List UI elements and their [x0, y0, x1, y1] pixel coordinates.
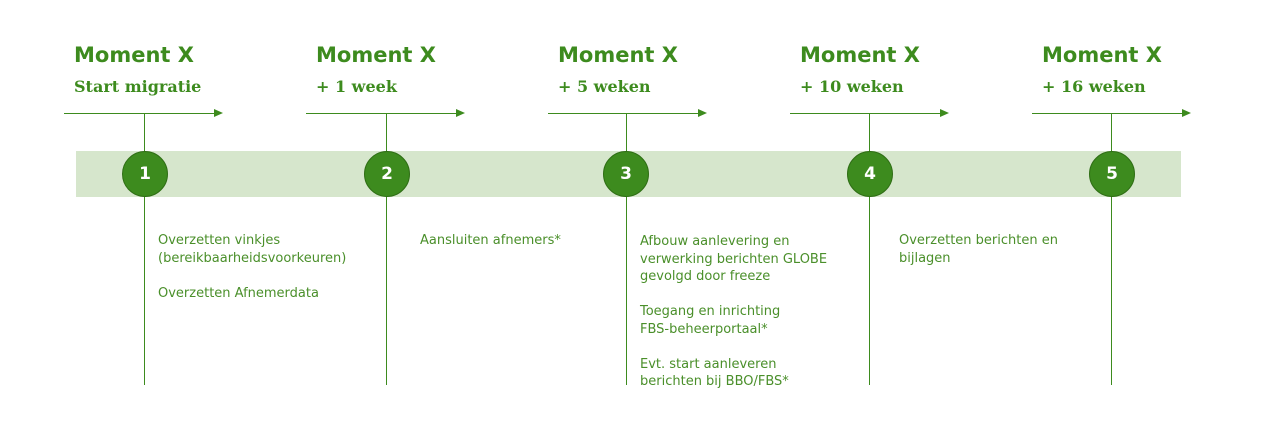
milestone-description: Aansluiten afnemers*	[420, 232, 652, 250]
milestone-subtitle: + 5 weken	[558, 77, 651, 96]
milestone-3: Moment X + 5 weken 3 Afbouw aanlevering …	[548, 0, 827, 423]
milestone-title: Moment X	[558, 43, 678, 67]
milestone-subtitle: + 10 weken	[800, 77, 904, 96]
milestone-title: Moment X	[316, 43, 436, 67]
milestone-title: Moment X	[1042, 43, 1162, 67]
milestone-connector	[386, 113, 387, 385]
description-item: Afbouw aanlevering en verwerking bericht…	[640, 234, 828, 284]
description-item: Toegang en inrichting FBS-beheerportaal*	[640, 304, 781, 337]
milestone-number-badge: 1	[122, 151, 168, 197]
description-item: Evt. start aanleveren berichten bij BBO/…	[640, 356, 789, 390]
arrow-line	[548, 113, 698, 114]
milestone-2: Moment X + 1 week 2 Aansluiten afnemers*	[306, 0, 561, 423]
milestone-connector	[869, 113, 870, 385]
milestone-subtitle: Start migratie	[74, 77, 202, 96]
milestone-1: Moment X Start migratie 1 Overzetten vin…	[64, 0, 346, 423]
description-item: Overzetten berichten en bijlagen	[899, 233, 1058, 266]
arrow-line	[306, 113, 456, 114]
arrow-right-icon	[698, 109, 707, 117]
arrow-right-icon	[214, 109, 223, 117]
arrow-line	[1032, 113, 1182, 114]
milestone-title: Moment X	[74, 43, 194, 67]
milestone-description: Overzetten vinkjes (bereikbaarheidsvoork…	[158, 232, 390, 302]
arrow-line	[64, 113, 214, 114]
milestone-5: Moment X + 16 weken 5	[1032, 0, 1272, 423]
milestone-connector	[626, 113, 627, 385]
milestone-connector	[144, 113, 145, 385]
milestone-connector	[1111, 113, 1112, 385]
milestone-description: Afbouw aanlevering en verwerking bericht…	[640, 233, 872, 391]
milestone-number-badge: 5	[1089, 151, 1135, 197]
arrow-right-icon	[940, 109, 949, 117]
arrow-right-icon	[1182, 109, 1191, 117]
milestone-number-badge: 3	[603, 151, 649, 197]
milestone-4: Moment X + 10 weken 4 Overzetten bericht…	[790, 0, 1058, 423]
description-item: Overzetten Afnemerdata	[158, 285, 319, 301]
description-item: Overzetten vinkjes (bereikbaarheidsvoork…	[158, 233, 347, 266]
arrow-line	[790, 113, 940, 114]
milestone-number-badge: 4	[847, 151, 893, 197]
milestone-number-badge: 2	[364, 151, 410, 197]
milestone-subtitle: + 1 week	[316, 77, 397, 96]
milestone-title: Moment X	[800, 43, 920, 67]
description-item: Aansluiten afnemers*	[420, 233, 561, 248]
milestone-subtitle: + 16 weken	[1042, 77, 1146, 96]
milestone-description: Overzetten berichten en bijlagen	[899, 232, 1131, 267]
arrow-right-icon	[456, 109, 465, 117]
